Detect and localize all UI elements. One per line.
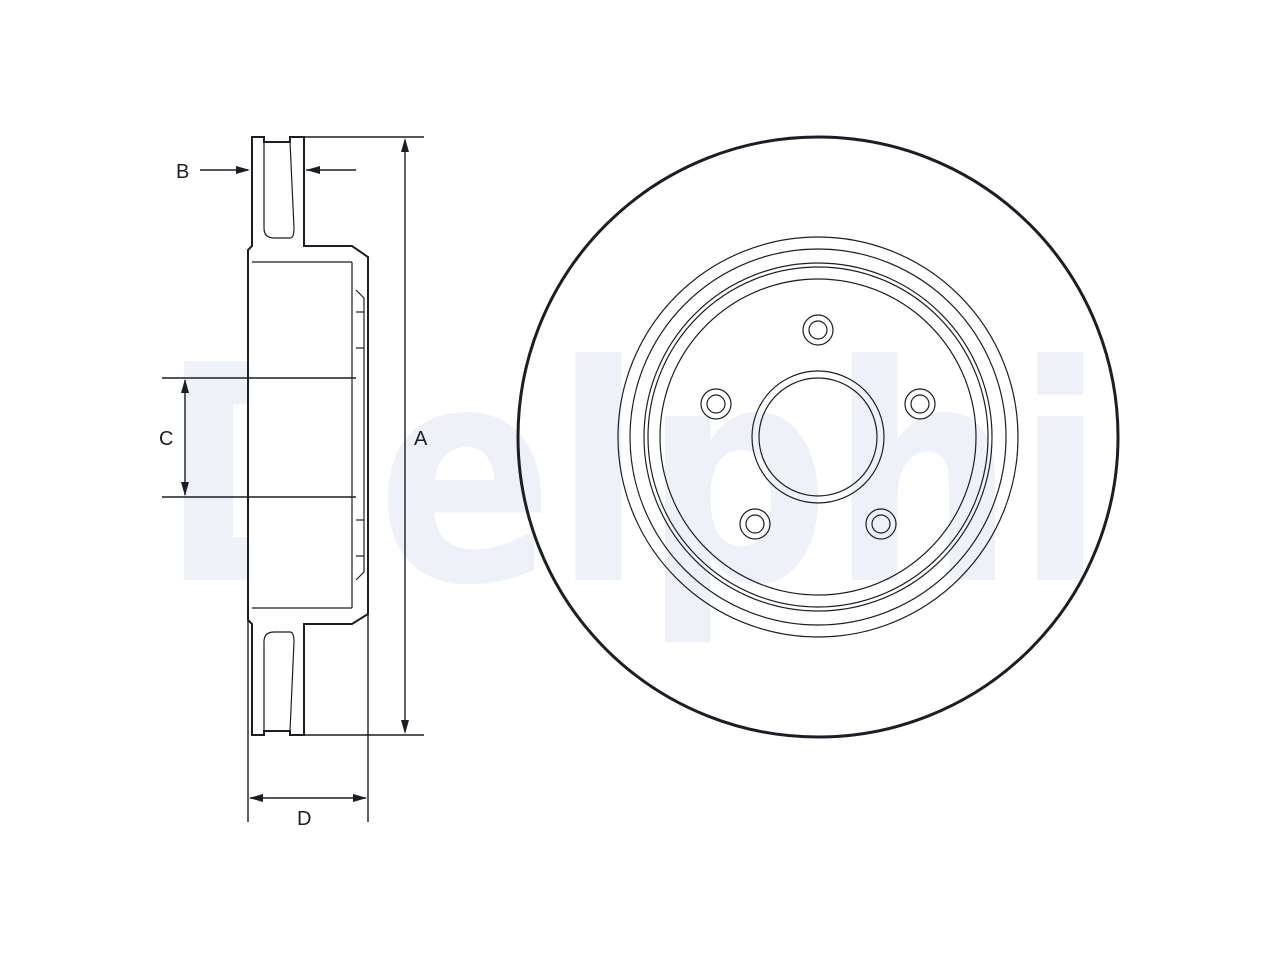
dimension-b-label: B: [176, 161, 189, 183]
dimension-d-label: D: [297, 808, 311, 830]
disc-profile-outline: [247, 136, 369, 736]
disc-outer-edge: [516, 135, 1120, 739]
dimension-a: A: [304, 136, 428, 736]
dimension-b: B: [176, 161, 356, 183]
dimension-d: D: [247, 614, 369, 830]
center-bore: [751, 370, 885, 504]
dimension-c-label: C: [159, 428, 173, 450]
dimension-c: C: [159, 377, 356, 498]
bolt-holes: [700, 314, 936, 540]
front-view: [516, 135, 1120, 739]
dimension-a-label: A: [414, 428, 428, 450]
side-section-view: [247, 136, 369, 736]
